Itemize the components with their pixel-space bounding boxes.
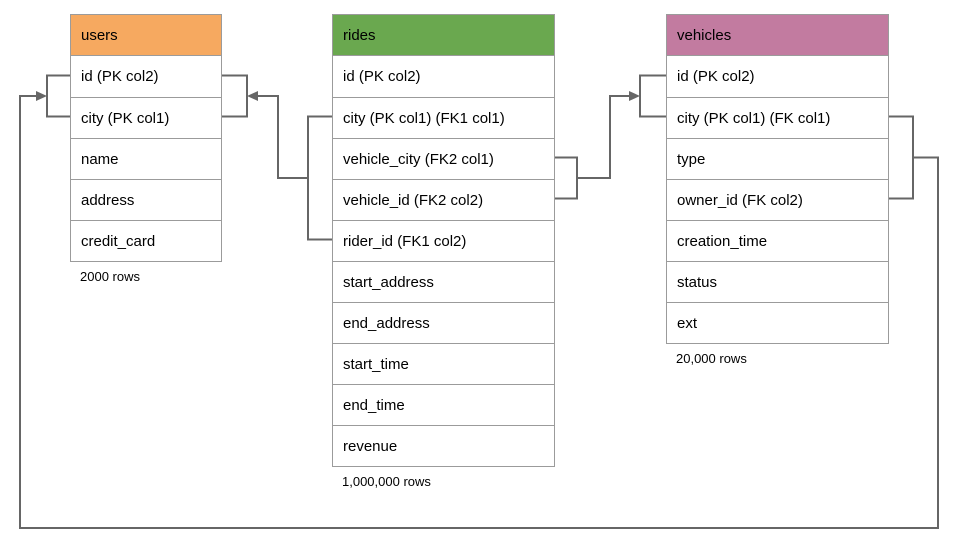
arrowhead-icon xyxy=(247,91,258,101)
column-address: address xyxy=(71,179,221,220)
column-ext: ext xyxy=(667,302,888,343)
column-type: type xyxy=(667,138,888,179)
column-status: status xyxy=(667,261,888,302)
arrowhead-icon xyxy=(36,91,47,101)
connector-rides-to-users xyxy=(220,74,332,241)
row-count-users: 2000 rows xyxy=(80,269,140,284)
column-end_time: end_time xyxy=(333,384,554,425)
entity-table-rides: rides id (PK col2) city (PK col1) (FK1 col… xyxy=(332,14,555,467)
column-city: city (PK col1) (FK col1) xyxy=(667,97,888,138)
column-rider_id: rider_id (FK1 col2) xyxy=(333,220,554,261)
connector-vehicles-to-users xyxy=(19,74,939,529)
column-vehicle_id: vehicle_id (FK2 col2) xyxy=(333,179,554,220)
column-name: name xyxy=(71,138,221,179)
arrowhead-icon xyxy=(629,91,640,101)
column-start_time: start_time xyxy=(333,343,554,384)
column-credit_card: credit_card xyxy=(71,220,221,261)
row-count-rides: 1,000,000 rows xyxy=(342,474,431,489)
connector-rides-to-vehicles xyxy=(553,74,666,200)
column-owner_id: owner_id (FK col2) xyxy=(667,179,888,220)
entity-table-vehicles: vehicles id (PK col2) city (PK col1) (FK c… xyxy=(666,14,889,344)
column-city: city (PK col1) xyxy=(71,97,221,138)
column-id: id (PK col2) xyxy=(81,68,159,85)
column-id: id (PK col2) xyxy=(343,68,421,85)
table-title-rides: rides xyxy=(333,15,554,56)
column-start_address: start_address xyxy=(333,261,554,302)
column-id: id (PK col2) xyxy=(677,68,755,85)
column-revenue: revenue xyxy=(333,425,554,466)
table-title-users: users xyxy=(71,15,221,56)
table-title-vehicles: vehicles xyxy=(667,15,888,56)
column-end_address: end_address xyxy=(333,302,554,343)
column-creation_time: creation_time xyxy=(667,220,888,261)
column-vehicle_city: vehicle_city (FK2 col1) xyxy=(333,138,554,179)
column-city: city (PK col1) (FK1 col1) xyxy=(333,97,554,138)
row-count-vehicles: 20,000 rows xyxy=(676,351,747,366)
